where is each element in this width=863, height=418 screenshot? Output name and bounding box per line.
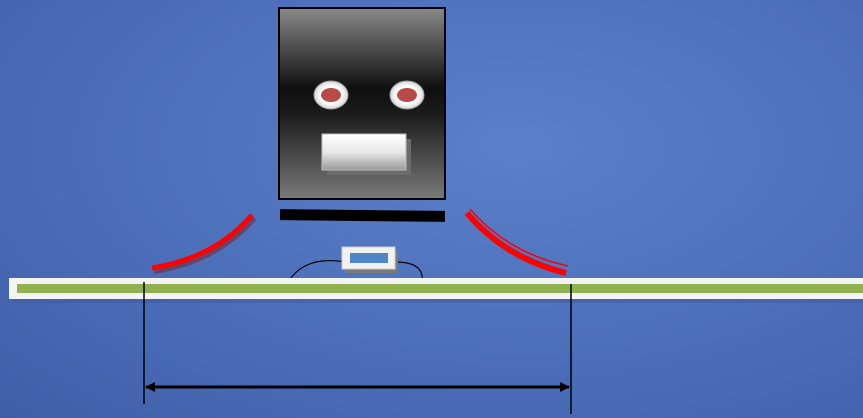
housing-base-bar <box>279 209 446 222</box>
right-detection-arc-highlight <box>469 208 569 267</box>
display-plate <box>321 133 411 175</box>
left-detection-arc-front <box>151 213 254 271</box>
right-lens-icon <box>389 80 425 110</box>
track-rail <box>9 278 863 303</box>
left-detection-arc <box>153 216 257 274</box>
sensor-wire <box>287 259 346 283</box>
left-lens-icon <box>313 80 349 110</box>
sensor-tag-icon <box>287 246 423 283</box>
right-detection-arc <box>464 211 567 276</box>
detector-housing-icon <box>278 7 446 200</box>
